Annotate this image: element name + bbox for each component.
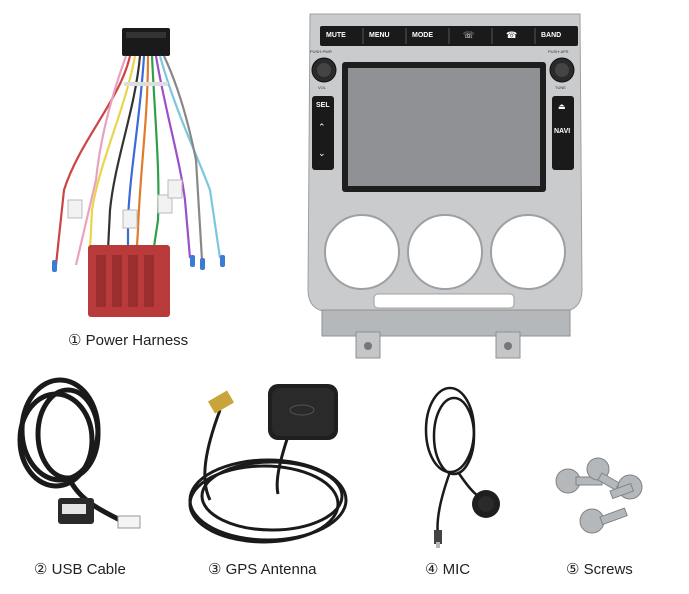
up-arrow-icon: ⌃	[318, 122, 326, 132]
caption-label: MIC	[442, 561, 471, 578]
caption-number: ④	[425, 561, 439, 578]
caption-label: GPS Antenna	[225, 561, 317, 578]
knob-left-top-label: PUSH·PWR	[310, 49, 332, 54]
caption-mic: ④ MIC	[425, 560, 470, 578]
down-arrow-icon: ⌄	[318, 148, 326, 158]
knob-right-top-label: PUSH·APS	[548, 49, 569, 54]
caption-number: ②	[34, 561, 48, 578]
caption-number: ③	[208, 561, 222, 578]
caption-usb-cable: ② USB Cable	[34, 560, 126, 578]
stereo-button-navi: NAVI	[554, 128, 571, 135]
stereo-button-sel: SEL	[316, 102, 330, 109]
stereo-button-mode: MODE	[412, 32, 433, 39]
caption-screws: ⑤ Screws	[566, 560, 633, 578]
knob-left-bottom-label: VOL	[318, 85, 327, 90]
caption-label: Screws	[583, 561, 633, 578]
screws-image	[548, 455, 658, 545]
caption-label: Power Harness	[85, 332, 189, 349]
phone-answer-icon: ☏	[463, 30, 475, 40]
gps-antenna-image	[180, 370, 350, 550]
caption-label: USB Cable	[51, 561, 126, 578]
car-stereo-unit: MUTE MENU MODE ☏ ☎ BAND PUSH·PWR VOL PUS…	[300, 10, 590, 365]
eject-icon: ⏏	[558, 102, 566, 111]
stereo-button-menu: MENU	[369, 32, 390, 39]
phone-hangup-icon: ☎	[506, 30, 518, 40]
caption-gps-antenna: ③ GPS Antenna	[208, 560, 317, 578]
power-harness-image	[40, 20, 240, 320]
caption-number: ①	[68, 332, 82, 349]
caption-power-harness: ① Power Harness	[68, 331, 188, 349]
mic-image	[410, 380, 510, 550]
usb-cable-image	[10, 370, 150, 550]
caption-number: ⑤	[566, 561, 580, 578]
stereo-button-band: BAND	[541, 32, 562, 39]
knob-right-bottom-label: TUNE	[555, 85, 566, 90]
stereo-button-mute: MUTE	[326, 32, 346, 39]
